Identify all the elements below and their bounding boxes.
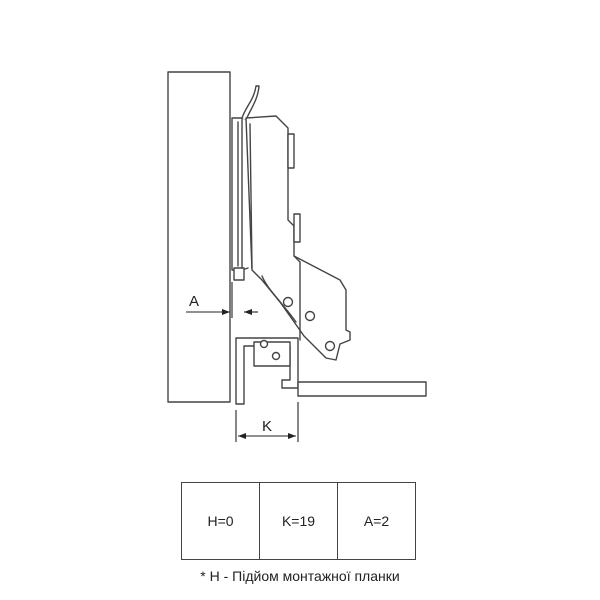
pivot-hole-3 — [324, 340, 336, 352]
value-k-cell: K=19 — [259, 482, 338, 560]
table-row: H=0 K=19 A=2 — [181, 482, 416, 560]
dimension-a-label: A — [189, 293, 199, 310]
door-panel — [297, 381, 427, 397]
dimension-k-label: K — [262, 418, 272, 435]
hinge-mounting-diagram: A K — [167, 71, 427, 442]
dimension-a — [186, 282, 258, 318]
cabinet-side-panel — [167, 71, 231, 403]
value-a-cell: A=2 — [337, 482, 416, 560]
value-h-cell: H=0 — [181, 482, 260, 560]
dimension-k — [235, 402, 299, 442]
pivot-hole-1 — [282, 296, 294, 308]
footnote: * H - Підйом монтажної планки — [200, 568, 400, 584]
aluminium-door-profile — [235, 337, 299, 405]
hinge-arm — [241, 85, 351, 361]
mounting-plate — [231, 117, 249, 281]
dimension-values-table: H=0 K=19 A=2 — [181, 482, 416, 560]
pivot-hole-2 — [304, 310, 316, 322]
